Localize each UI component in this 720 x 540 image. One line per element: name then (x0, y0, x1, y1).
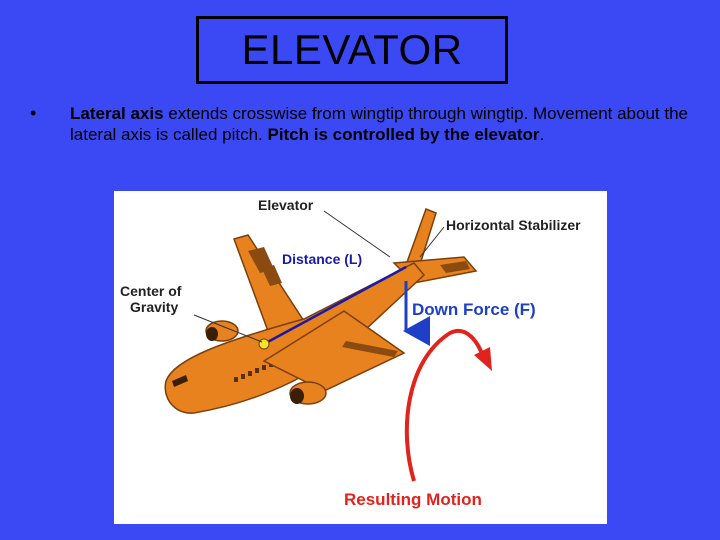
lateral-axis-description: extends crosswise from wingtip through w… (70, 104, 688, 144)
center-of-gravity-dot (258, 338, 270, 350)
right-wing-flap (342, 341, 398, 357)
bullet-text: Lateral axis extends crosswise from wing… (70, 103, 700, 145)
resulting-motion-label: Resulting Motion (344, 490, 482, 509)
left-engine-intake (206, 327, 218, 341)
pitch-control-statement: Pitch is controlled by the elevator (267, 125, 540, 144)
cg-leader (193, 314, 263, 343)
stabilizer-leader (419, 226, 445, 258)
down-force-label: Down Force (F) (412, 300, 536, 319)
resulting-motion-arrow (404, 329, 486, 482)
bullet-period: . (539, 125, 545, 144)
left-wing-flap-2 (262, 265, 282, 286)
center-of-gravity-label-line1: Center of (120, 283, 182, 299)
slide-title: ELEVATOR (196, 16, 508, 84)
resulting-motion-arrowhead (474, 347, 492, 371)
elevator-leader (323, 210, 391, 258)
bullet-marker: • (30, 103, 37, 123)
left-wing-flap (248, 247, 274, 273)
distance-line (263, 265, 407, 346)
cockpit-window (172, 375, 188, 387)
right-wing (262, 310, 406, 392)
distance-label: Distance (L) (282, 251, 362, 267)
elevator-label: Elevator (258, 197, 314, 213)
horizontal-stabilizer-label: Horizontal Stabilizer (446, 217, 581, 233)
right-engine-intake (290, 388, 304, 404)
airplane-pitch-diagram: Elevator Horizontal Stabilizer Distance … (114, 191, 607, 524)
center-of-gravity-label-line2: Gravity (130, 299, 178, 315)
lateral-axis-term: Lateral axis (70, 104, 164, 123)
diagram-canvas: Elevator Horizontal Stabilizer Distance … (120, 197, 581, 509)
elevator-surface (440, 261, 470, 273)
